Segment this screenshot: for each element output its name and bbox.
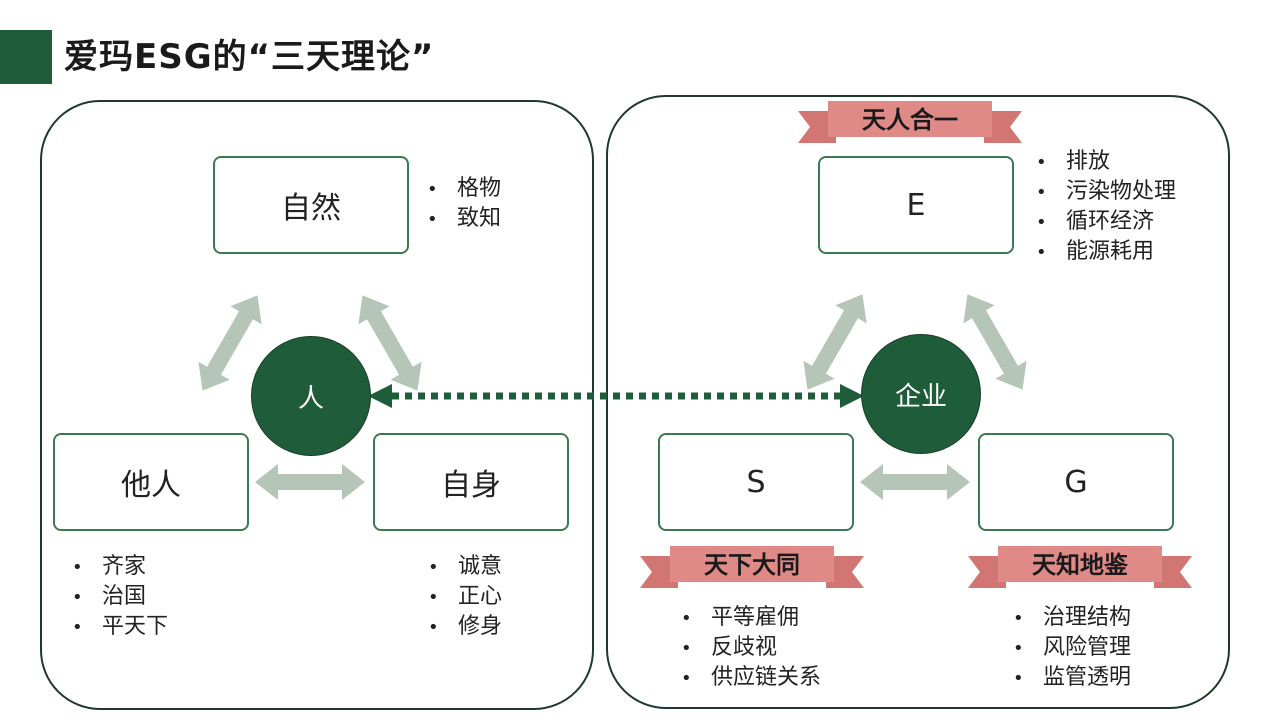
list-item: 修身	[428, 612, 502, 642]
box-self: 自身	[373, 433, 569, 531]
list-item: 治国	[72, 582, 168, 612]
list-item: 反歧视	[681, 633, 821, 663]
ribbon-left-label: 天下大同	[704, 551, 800, 579]
arrow-s-g	[860, 464, 970, 500]
arrow-others-self	[255, 464, 365, 500]
page-title: 爱玛ESG的“三天理论”	[64, 37, 435, 77]
ribbon-top-label: 天人合一	[862, 106, 958, 134]
box-e: E	[818, 156, 1014, 254]
box-s: S	[658, 433, 854, 531]
list-social: 平等雇佣 反歧视 供应链关系	[681, 603, 821, 693]
list-environment: 排放 污染物处理 循环经济 能源耗用	[1036, 147, 1176, 267]
list-item: 正心	[428, 582, 502, 612]
ribbon-right-label: 天知地鉴	[1032, 551, 1128, 579]
list-item: 监管透明	[1013, 663, 1131, 693]
ribbon-top-shape	[798, 101, 1022, 143]
list-others: 齐家 治国 平天下	[72, 552, 168, 642]
list-item: 致知	[427, 204, 501, 234]
list-nature: 格物 致知	[427, 174, 501, 234]
list-item: 诚意	[428, 552, 502, 582]
list-governance: 治理结构 风险管理 监管透明	[1013, 603, 1131, 693]
box-nature: 自然	[213, 156, 409, 254]
title-accent-bar	[0, 30, 52, 84]
circle-enterprise: 企业	[861, 334, 981, 454]
arrowhead-right	[840, 384, 864, 408]
box-others: 他人	[53, 433, 249, 531]
list-item: 治理结构	[1013, 603, 1131, 633]
list-self: 诚意 正心 修身	[428, 552, 502, 642]
list-item: 供应链关系	[681, 663, 821, 693]
list-item: 排放	[1036, 147, 1176, 177]
circle-person: 人	[251, 336, 371, 456]
ribbon-right-shape	[968, 546, 1192, 588]
list-item: 污染物处理	[1036, 177, 1176, 207]
arrowhead-left	[368, 384, 392, 408]
list-item: 平等雇佣	[681, 603, 821, 633]
list-item: 格物	[427, 174, 501, 204]
box-g: G	[978, 433, 1174, 531]
list-item: 循环经济	[1036, 207, 1176, 237]
list-item: 能源耗用	[1036, 237, 1176, 267]
list-item: 平天下	[72, 612, 168, 642]
list-item: 齐家	[72, 552, 168, 582]
list-item: 风险管理	[1013, 633, 1131, 663]
ribbon-left-shape	[640, 546, 864, 588]
